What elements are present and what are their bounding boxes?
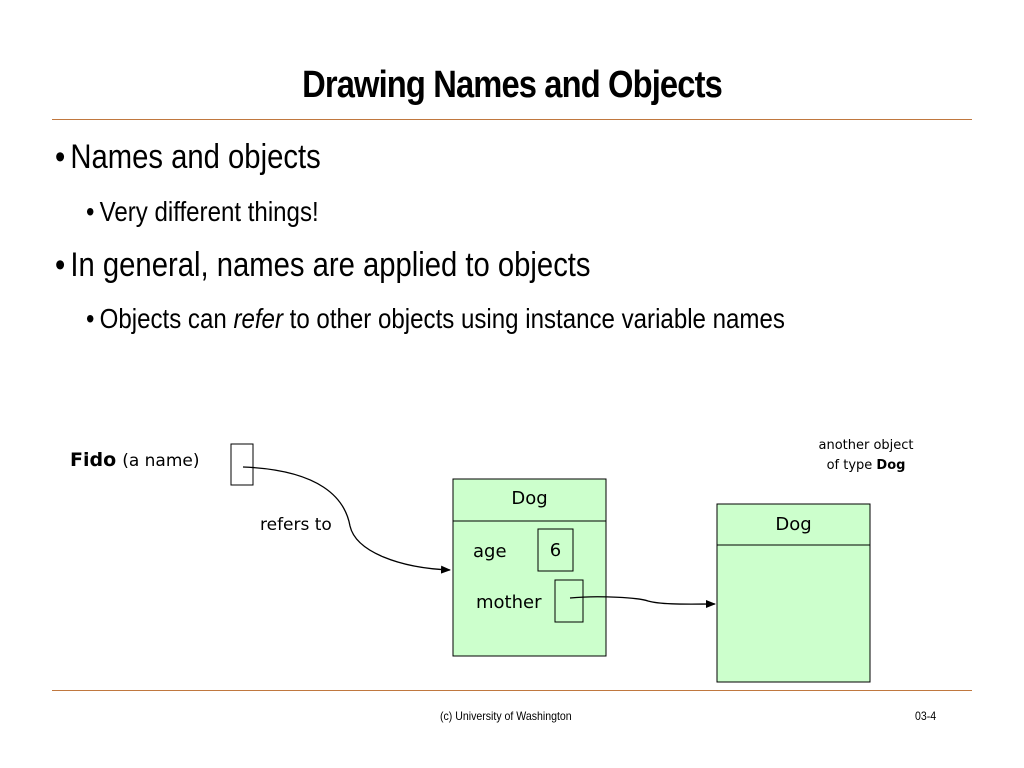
bullet-dot: •	[55, 138, 66, 176]
bullet-text-pre: Objects can	[99, 303, 234, 334]
footer-credit: (c) University of Washington	[440, 709, 572, 723]
bullet-dot: •	[86, 303, 95, 334]
object2-note-pre: of type	[826, 458, 873, 473]
name-label-note: (a name)	[122, 451, 200, 471]
bullet-text-emphasis: refer	[233, 303, 283, 334]
object2-note-line2: of type Dog	[806, 456, 926, 476]
bullet-very-different: •Very different things!	[86, 196, 319, 228]
name-label-bold: Fido	[70, 449, 117, 471]
name-reference-box	[230, 443, 254, 486]
object1-age-label: age	[473, 541, 507, 562]
refers-to-label: refers to	[260, 515, 332, 535]
title-divider	[52, 119, 972, 120]
slide-title: Drawing Names and Objects	[302, 64, 723, 106]
bullet-text: Names and objects	[70, 138, 321, 176]
fido-reference-arrow	[242, 466, 451, 574]
footer-page-number: 03-4	[915, 709, 937, 723]
name-label: Fido (a name)	[70, 449, 200, 471]
bullet-dot: •	[55, 246, 66, 284]
mother-reference-arrow	[569, 596, 716, 609]
object1-mother-label: mother	[476, 592, 542, 613]
object1-age-value: 6	[549, 540, 562, 561]
object1-box	[452, 478, 607, 657]
bullet-text: In general, names are applied to objects	[70, 246, 591, 284]
object1-age-box	[537, 528, 574, 572]
object2-box	[716, 503, 871, 683]
bullet-names-and-objects: •Names and objects	[55, 138, 321, 177]
object2-note-bold: Dog	[876, 458, 906, 473]
bullet-names-applied: •In general, names are applied to object…	[55, 246, 591, 285]
bullet-objects-refer: •Objects can refer to other objects usin…	[86, 303, 785, 335]
footer-divider	[52, 690, 972, 691]
object2-note: another object of type Dog	[806, 436, 926, 476]
bullet-text: Very different things!	[99, 196, 319, 227]
object1-type-label: Dog	[511, 488, 548, 509]
bullet-dot: •	[86, 196, 95, 227]
object1-mother-box	[554, 579, 584, 623]
bullet-text-post: to other objects using instance variable…	[282, 303, 785, 334]
object2-type-label: Dog	[775, 514, 812, 535]
object2-note-line1: another object	[818, 438, 914, 453]
